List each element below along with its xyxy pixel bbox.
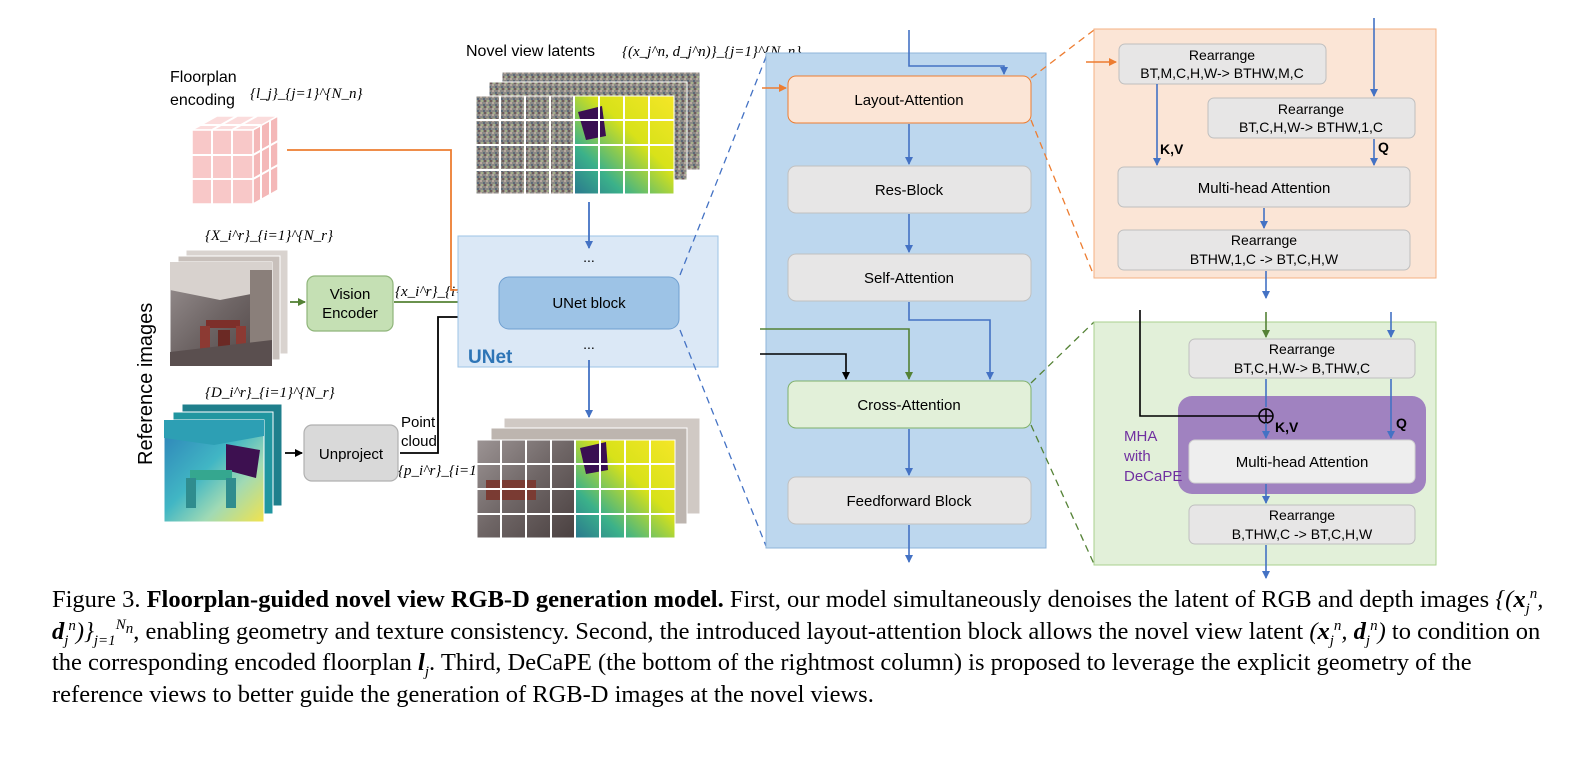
cross-rearrange-1-title: Rearrange: [1269, 341, 1335, 357]
cross-rearrange-2-title: Rearrange: [1269, 507, 1335, 523]
cross-attention-detail: Rearrange BT,C,H,W-> B,THW,C Multi-head …: [1093, 321, 1437, 566]
cross-attention-box: [787, 380, 1032, 429]
zoom-line-top: [679, 56, 767, 276]
cross-kv-label: K,V: [1275, 419, 1299, 435]
unet-block-detail: Layout-Attention Res-Block Self-Attentio…: [765, 52, 1047, 549]
rgb-reference-stack: [169, 249, 289, 367]
res-block-label: Res-Block: [875, 182, 944, 199]
caption-math-3: lj: [418, 649, 430, 680]
floorplan-section: Floorplan encoding {l_j}_{j=1}^{N_n}: [170, 69, 362, 206]
caption-math-2: (xjn, djn): [1309, 617, 1386, 649]
cross-q-label: Q: [1396, 415, 1407, 431]
caption-text-1: First, our model simultaneously denoises…: [723, 586, 1496, 613]
cross-mha-box: [1188, 439, 1416, 484]
cross-rearrange-1-box: [1188, 338, 1416, 379]
layout-rearrange-3-box: [1117, 229, 1411, 271]
unet-dots-bottom: ...: [583, 336, 595, 352]
caption-text-4: . Third, DeCaPE (the bottom of the right…: [52, 649, 1472, 708]
floorplan-label-1: Floorplan: [170, 69, 237, 86]
vision-encoder-label-1: Vision: [330, 286, 371, 303]
unet-label: UNet: [468, 347, 513, 368]
zoom-line-bottom: [679, 329, 767, 547]
caption-figure-label: Figure 3.: [52, 586, 141, 613]
layout-rearrange-1-text: BT,M,C,H,W-> BTHW,M,C: [1140, 65, 1303, 81]
vision-encoder-box: Vision Encoder: [306, 275, 394, 332]
mha-decape-label-2: with: [1123, 448, 1151, 465]
vision-encoder-label-2: Encoder: [322, 305, 378, 322]
feedforward-box: [787, 476, 1032, 525]
noisy-latent-stack: [475, 71, 701, 195]
layout-attention-box: [787, 75, 1032, 124]
unproject-box: Unproject: [303, 424, 399, 482]
middle-column-arrows: [760, 30, 1008, 563]
layout-rearrange-1-title: Rearrange: [1189, 47, 1255, 63]
layout-attention-detail: Rearrange BT,M,C,H,W-> BTHW,M,C Rearrang…: [1093, 28, 1437, 279]
cross-rearrange-2-text: B,THW,C -> BT,C,H,W: [1232, 526, 1373, 542]
point-cloud-label-1: Point: [401, 414, 436, 431]
self-attention-label: Self-Attention: [864, 270, 954, 287]
unet-container: UNet ... ... UNet block: [457, 235, 719, 368]
mha-decape-label-3: DeCaPE: [1124, 468, 1182, 485]
layout-detail-arrows: [1086, 18, 1378, 299]
layout-kv-label: K,V: [1160, 141, 1184, 157]
unet-block-label: UNet block: [552, 295, 626, 312]
cross-rearrange-2-box: [1188, 504, 1416, 545]
layout-mha-box: [1117, 166, 1411, 208]
cross-rearrange-1-text: BT,C,H,W-> B,THW,C: [1234, 360, 1370, 376]
layout-rearrange-2-title: Rearrange: [1278, 101, 1344, 117]
unet-dots-top: ...: [583, 249, 595, 265]
layout-rearrange-2-text: BT,C,H,W-> BTHW,1,C: [1239, 119, 1383, 135]
floorplan-cube-icon: [189, 114, 281, 206]
zoom-line-cross-bottom: [1030, 424, 1095, 565]
layout-mha-label: Multi-head Attention: [1198, 180, 1331, 197]
floorplan-label-2: encoding: [170, 92, 235, 109]
cross-detail-arrows: [1139, 310, 1395, 579]
depth-reference-stack: [163, 403, 283, 523]
self-attention-box: [787, 253, 1032, 302]
novel-latents-label: Novel view latents: [466, 43, 595, 60]
point-cloud-label-2: cloud: [401, 433, 437, 450]
zoom-line-layout-top: [1030, 29, 1095, 79]
layout-rearrange-2-box: [1207, 97, 1416, 139]
caption-text-2: , enabling geometry and texture consiste…: [133, 617, 1310, 645]
caption-text-3: to condition on the corresponding encode…: [52, 617, 1541, 677]
layout-q-label: Q: [1378, 139, 1389, 155]
layout-rearrange-3-title: Rearrange: [1231, 232, 1297, 248]
architecture-diagram: Floorplan encoding {l_j}_{j=1}^{N_n} {X_…: [135, 18, 1437, 579]
caption-math-1: {(xjn, djn)}j=1Nn: [52, 585, 1544, 649]
feedforward-label: Feedforward Block: [846, 493, 972, 510]
cross-mha-label: Multi-head Attention: [1236, 454, 1369, 471]
reference-images-label: Reference images: [135, 303, 157, 465]
zoom-line-layout-bottom: [1030, 119, 1095, 277]
caption-title: Floorplan-guided novel view RGB-D genera…: [146, 586, 724, 613]
cross-attention-label: Cross-Attention: [857, 397, 960, 414]
unproject-label: Unproject: [319, 446, 384, 463]
clean-latent-stack: [476, 417, 701, 539]
zoom-line-cross-top: [1030, 321, 1095, 384]
figure-caption: Figure 3. Floorplan-guided novel view RG…: [52, 584, 1552, 710]
layout-attention-label: Layout-Attention: [854, 92, 963, 109]
floorplan-symbol: {l_j}_{j=1}^{N_n}: [250, 86, 362, 102]
layout-rearrange-3-text: BTHW,1,C -> BT,C,H,W: [1190, 251, 1339, 267]
layout-rearrange-1-box: [1118, 43, 1327, 85]
rgb-reference-symbol: {X_i^r}_{i=1}^{N_r}: [205, 228, 333, 244]
res-block-box: [787, 165, 1032, 214]
depth-reference-symbol: {D_i^r}_{i=1}^{N_r}: [205, 385, 335, 401]
mha-decape-label-1: MHA: [1124, 428, 1157, 445]
novel-latents-symbol: {(x_j^n, d_j^n)}_{j=1}^{N_n}: [622, 44, 801, 60]
